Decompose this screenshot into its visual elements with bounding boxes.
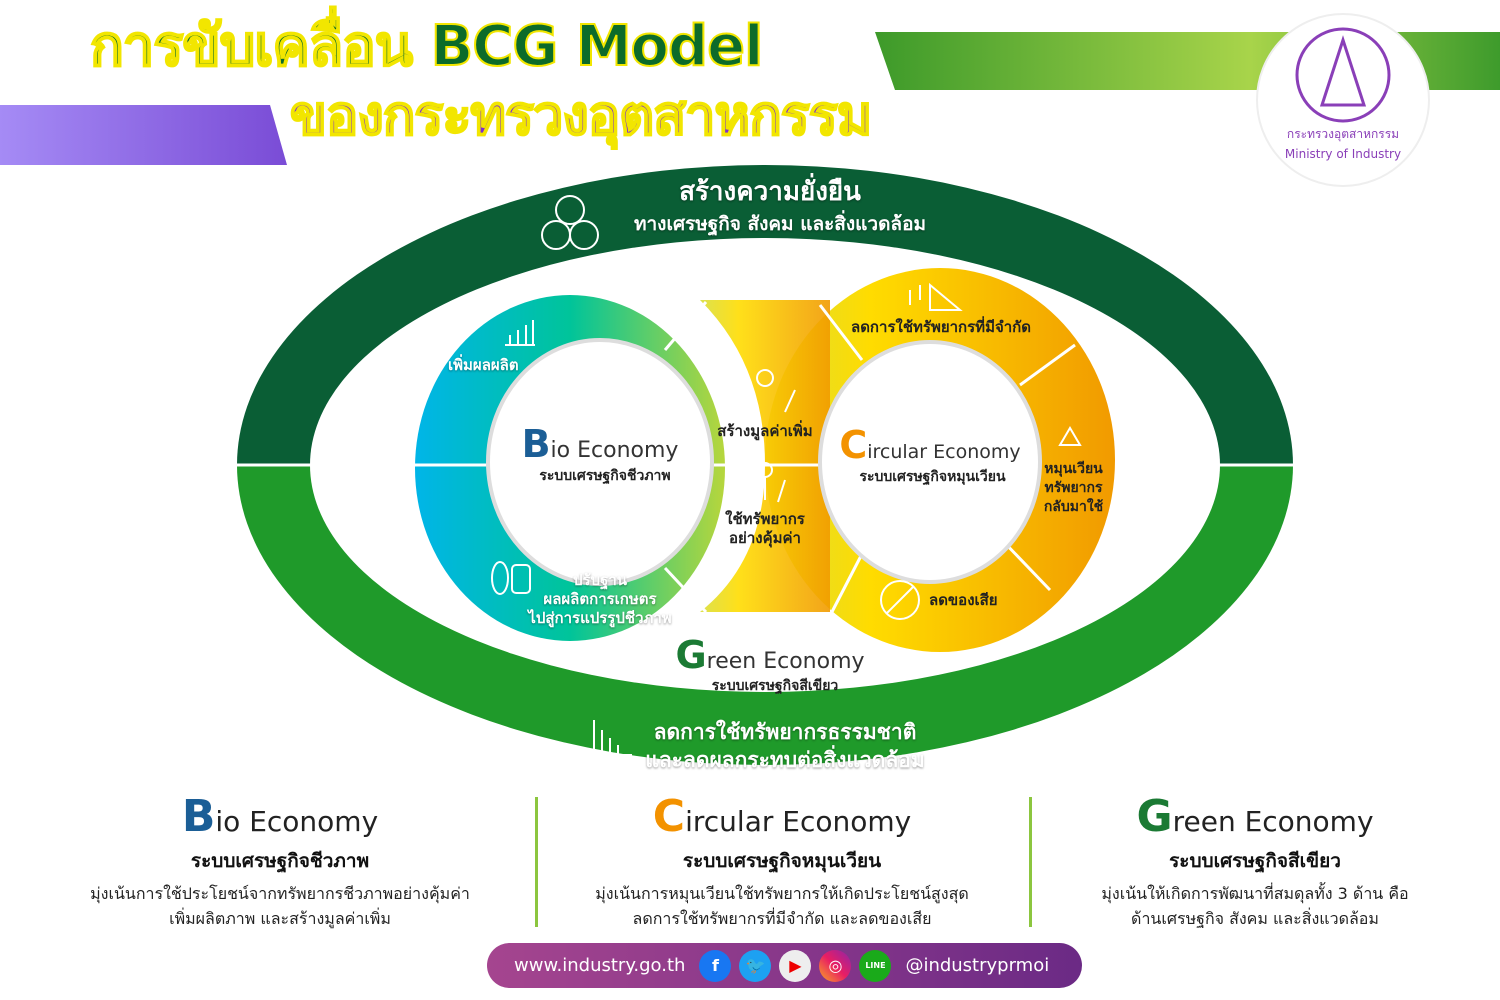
- bio-seg-top: เพิ่มผลผลิต: [448, 356, 519, 374]
- column-circular: Circular Economy ระบบเศรษฐกิจหมุนเวียน ม…: [595, 791, 969, 929]
- logo-text-th: กระทรวงอุตสาหกรรม: [1286, 127, 1400, 141]
- bio-seg-bottom: ปรับฐานผลผลิตการเกษตรไปสู่การแปรรูปชีวภา…: [528, 571, 672, 627]
- line-icon[interactable]: LINE: [859, 949, 892, 982]
- resource-mining-icon: [909, 282, 963, 311]
- corn-oil-icon: [491, 561, 531, 595]
- bio-inner: [486, 338, 714, 586]
- circular-ring-sub: ระบบเศรษฐกิจหมุนเวียน: [859, 469, 1006, 485]
- outer-bottom-line1: ลดการใช้ทรัพยากรธรรมชาติ: [653, 720, 917, 744]
- purple-banner: [0, 105, 287, 165]
- outer-top-sub: ทางเศรษฐกิจ สังคม และสิ่งแวดล้อม: [633, 213, 926, 235]
- column-bio: Bio Economy ระบบเศรษฐกิจชีวภาพ มุ่งเน้นก…: [90, 791, 470, 929]
- website-link[interactable]: www.industry.go.th: [514, 955, 686, 976]
- circular-ring-title: Circular Economy: [839, 423, 1021, 467]
- divider: [1029, 797, 1032, 927]
- recycle-icon: [1058, 426, 1082, 446]
- hands-plant-icon: [744, 462, 786, 503]
- youtube-icon[interactable]: ▶: [779, 949, 812, 982]
- growth-chart-icon: [505, 320, 535, 346]
- declining-chart-icon: [590, 720, 632, 756]
- hands-coin-icon: [734, 369, 796, 413]
- bio-ring-sub: ระบบเศรษฐกิจชีวภาพ: [539, 468, 671, 484]
- circular-inner: [818, 340, 1042, 584]
- logo-text-en: Ministry of Industry: [1284, 147, 1402, 161]
- center-bottom: ใช้ทรัพยากรอย่างคุ้มค่า: [725, 510, 805, 547]
- column-green: Green Economy ระบบเศรษฐกิจสีเขียว มุ่งเน…: [1101, 791, 1409, 929]
- instagram-icon[interactable]: ◎: [819, 949, 852, 982]
- green-title: Green Economy: [675, 633, 865, 677]
- social-handle[interactable]: @industryprmoi: [905, 955, 1050, 976]
- facebook-icon[interactable]: f: [699, 949, 732, 982]
- circular-seg-top: ลดการใช้ทรัพยากรที่มีจำกัด: [851, 318, 1031, 336]
- outer-top-title: สร้างความยั่งยืน: [679, 177, 861, 207]
- circular-seg-right: หมุนเวียนทรัพยากรกลับมาใช้: [1043, 461, 1104, 515]
- sustainability-icon: [541, 195, 599, 250]
- bio-ring-title: Bio Economy: [521, 422, 679, 466]
- outer-bottom-line2: และลดผลกระทบต่อสิ่งแวดล้อม: [645, 748, 925, 772]
- divider: [535, 797, 538, 927]
- no-waste-icon: [880, 580, 920, 620]
- green-sub: ระบบเศรษฐกิจสีเขียว: [711, 678, 839, 694]
- circular-seg-bottom: ลดของเสีย: [929, 591, 998, 609]
- title-line-1: การขับเคลื่อน BCG Model: [89, 14, 764, 79]
- twitter-icon[interactable]: 🐦: [739, 949, 772, 982]
- center-top: สร้างมูลค่าเพิ่ม: [717, 422, 813, 440]
- footer-bar: www.industry.go.th f 🐦 ▶ ◎ LINE @industr…: [487, 943, 1082, 988]
- title-line-2: ของกระทรวงอุตสาหกรรม: [289, 84, 873, 147]
